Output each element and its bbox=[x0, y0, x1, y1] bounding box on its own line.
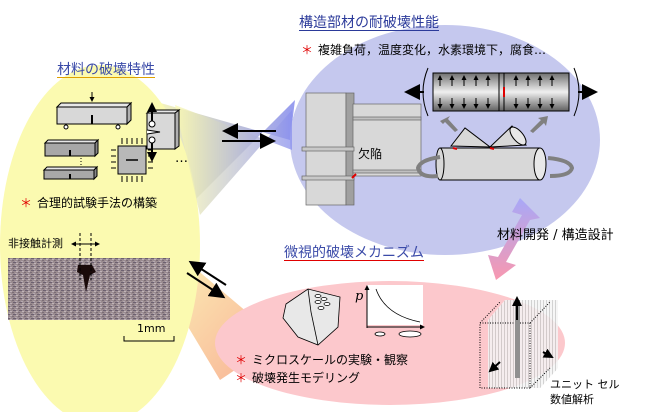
plot-axis-label: p bbox=[355, 289, 364, 304]
fracture-surface-photo bbox=[8, 233, 170, 320]
compact-tension-specimen-icon bbox=[145, 102, 181, 162]
exchange-arrows-bottom bbox=[186, 260, 227, 299]
micro-bullet-text: 破壊発生モデリング bbox=[252, 371, 361, 385]
micro-section-title: 微視的破壊メカニズム bbox=[284, 245, 424, 261]
structure-section-title: 構造部材の耐破壊性能 bbox=[299, 15, 439, 31]
micro-bullet-2: ＊ 破壊発生モデリング bbox=[235, 372, 360, 384]
beam-column-joint-icon bbox=[301, 92, 422, 206]
link-label: 材料開発 / 構造設計 bbox=[497, 228, 614, 243]
material-bullet-text: 合理的試験手法の構築 bbox=[37, 196, 158, 210]
scale-bar-label: 1mm bbox=[137, 322, 166, 335]
structure-bullet-text: 複雑負荷，温度変化，水素環境下，腐食… bbox=[318, 43, 547, 57]
rotation-arrow-icon bbox=[415, 155, 575, 179]
biaxial-plate-specimen-icon bbox=[111, 138, 153, 182]
load-direction-arrows bbox=[440, 116, 548, 133]
material-bullet: ＊ 合理的試験手法の構築 bbox=[20, 197, 157, 209]
four-point-bend-specimen-icon bbox=[42, 138, 100, 181]
grain-polyhedron-icon bbox=[282, 288, 341, 346]
connector-material-structure-front bbox=[175, 105, 292, 215]
bullet-star-icon: ＊ bbox=[235, 353, 248, 367]
void-growth-plot-icon bbox=[364, 285, 425, 338]
bullet-star-icon: ＊ bbox=[301, 43, 314, 57]
bullet-star-icon: ＊ bbox=[235, 371, 248, 385]
scale-bar bbox=[123, 336, 175, 342]
unit-cell-label: ユニット セル bbox=[550, 378, 620, 391]
structure-bullet: ＊ 複雑負荷，温度変化，水素環境下，腐食… bbox=[301, 44, 546, 56]
pipe-specimen-icon bbox=[404, 67, 598, 117]
tubular-joint-icon bbox=[435, 125, 547, 181]
material-section-title: 材料の破壊特性 bbox=[57, 62, 155, 78]
more-specimens-ellipsis: … bbox=[175, 151, 188, 166]
bidirectional-arrow-icon bbox=[488, 198, 540, 280]
micro-bullet-1: ＊ ミクロスケールの実験・観察 bbox=[235, 354, 408, 366]
micro-bullet-text: ミクロスケールの実験・観察 bbox=[252, 353, 409, 367]
defect-label: 欠陥 bbox=[358, 147, 383, 161]
numerical-analysis-label: 数値解析 bbox=[550, 393, 594, 406]
three-point-bend-specimen-icon bbox=[55, 92, 133, 130]
measurement-label: 非接触計測 bbox=[8, 237, 63, 250]
bullet-star-icon: ＊ bbox=[20, 196, 33, 210]
unit-cell-icon bbox=[479, 296, 558, 389]
exchange-arrows-top bbox=[222, 123, 276, 149]
